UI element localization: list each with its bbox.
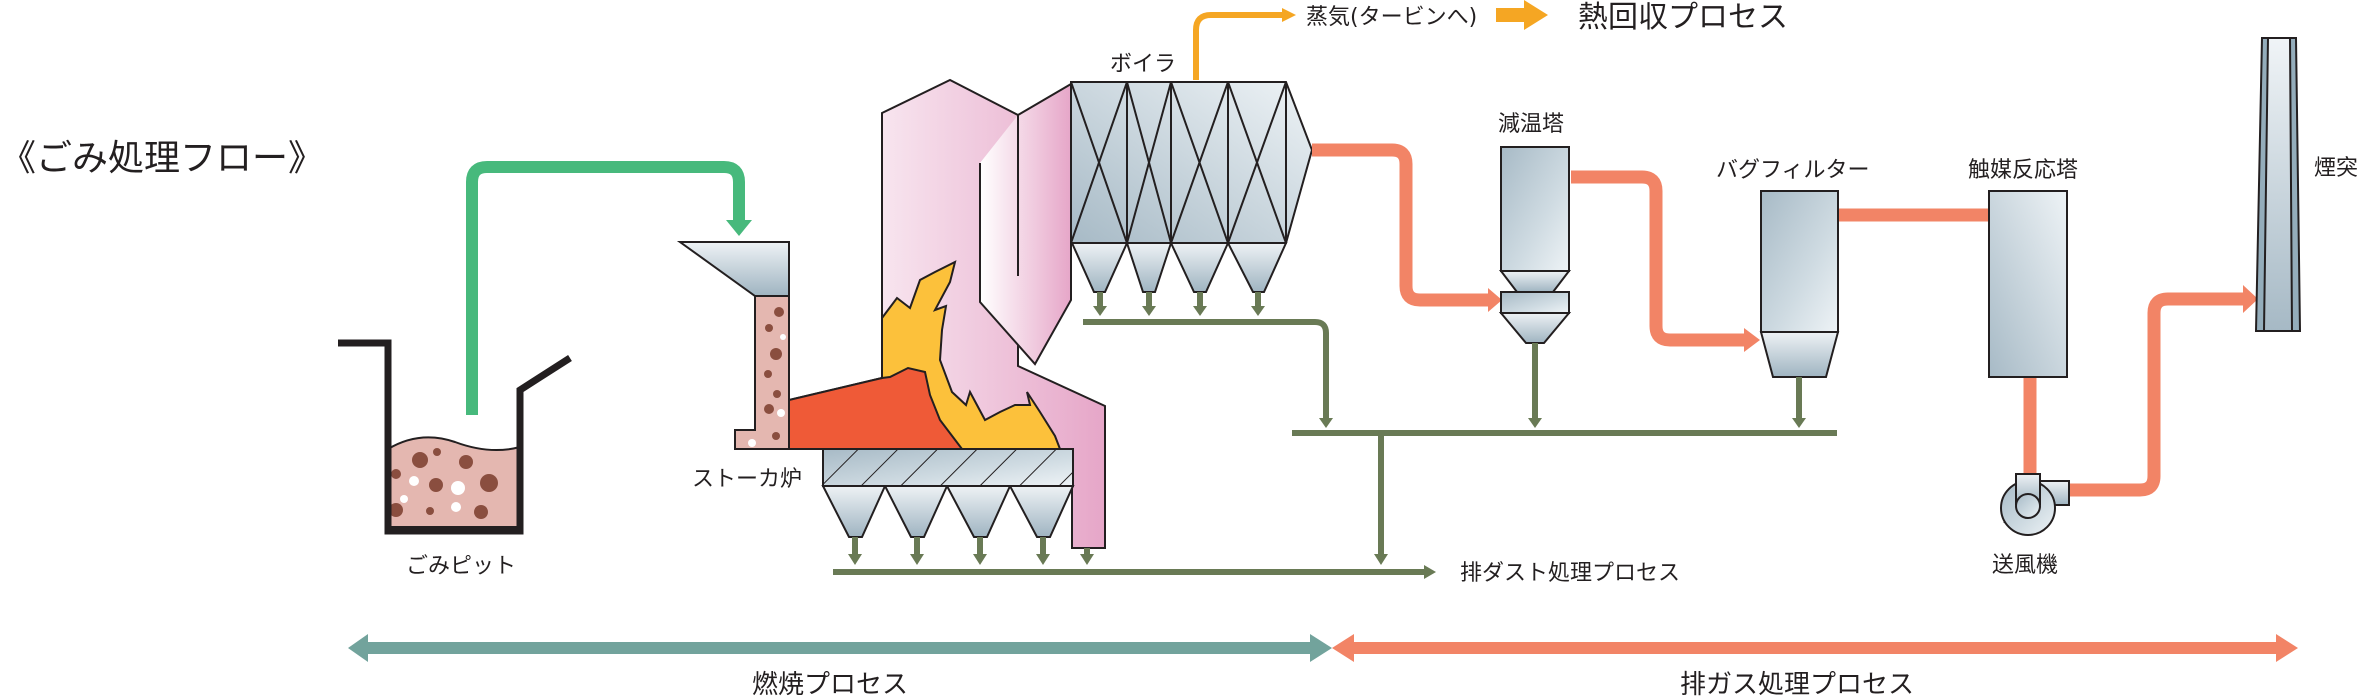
cooling-tower <box>1498 146 1572 344</box>
grate-ash-hoppers <box>821 485 1075 538</box>
boiler-pass-fill <box>980 84 1071 366</box>
chute-white-dots <box>748 334 786 447</box>
blower-label: 送風機 <box>1992 553 2058 578</box>
feed-chute <box>734 295 790 450</box>
dust-process-label: 排ダスト処理プロセス <box>1460 561 1680 586</box>
garbage-flow-arrowhead <box>726 220 752 236</box>
combustion-process-label: 燃焼プロセス <box>752 670 908 700</box>
blower-fan-icon <box>2000 473 2070 536</box>
boiler-ash-hoppers <box>1070 242 1288 293</box>
boiler-label: ボイラ <box>1110 52 1176 77</box>
boiler <box>1070 81 1314 244</box>
pit-walls <box>338 339 572 535</box>
exhaust-gas-process-label: 排ガス処理プロセス <box>1680 670 1914 700</box>
garbage-pit <box>338 339 572 535</box>
boiler-pass <box>979 82 1072 366</box>
steam-label: 蒸気(タービンへ) <box>1306 5 1477 30</box>
garbage-pit-label: ごみピット <box>406 554 516 579</box>
combustion-process-band <box>348 634 1332 662</box>
dust-flow-arrowheads <box>848 306 1806 579</box>
chimney-label: 煙突 <box>2314 156 2358 181</box>
steam-flow-line <box>1193 12 1282 80</box>
stoker-furnace-label: ストーカ炉 <box>692 467 802 492</box>
steam-flow-arrowhead <box>1282 8 1296 22</box>
feed-hopper <box>676 241 790 297</box>
boiler-tube-bank <box>1070 81 1287 244</box>
catalyst-reaction-tower <box>1988 190 2068 378</box>
exhaust-gas-process-band <box>1332 634 2298 662</box>
cooling-tower-label: 減温塔 <box>1498 112 1564 137</box>
bag-filter <box>1759 190 1840 378</box>
gas-flow-arrowheads <box>1488 285 2258 352</box>
dust-flow-lines <box>833 292 1837 575</box>
waste-dots <box>389 448 498 519</box>
chimney <box>2254 37 2302 332</box>
garbage-flow-line <box>466 161 745 415</box>
heat-recovery-process-label: 熱回収プロセス <box>1578 0 1788 35</box>
grate-hatch <box>823 449 1073 486</box>
exhaust-gas-flow-lines <box>1312 143 2245 497</box>
catalyst-tower-label: 触媒反応塔 <box>1968 158 2078 183</box>
heat-recovery-arrow <box>1496 0 1548 30</box>
chute-waste-dots <box>764 307 784 440</box>
waste-pile <box>387 436 521 528</box>
bag-filter-label: バグフィルター <box>1716 158 1870 183</box>
diagram-title: 《ごみ処理フロー》 <box>0 138 324 179</box>
fire-yellow <box>881 260 1062 450</box>
waste-white-dots <box>400 476 465 512</box>
